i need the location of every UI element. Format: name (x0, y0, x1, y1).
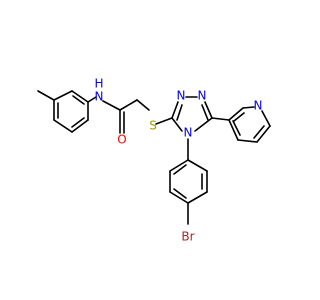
triazole-double-bond (176, 104, 183, 121)
bond-lines (37, 90, 271, 225)
tolyl-ring-inner-bond (72, 95, 85, 105)
pyridine-ring-bond (228, 107, 244, 121)
triazole-pyridine-bond (211, 117, 230, 121)
triazole-nitrogen-label: N (184, 126, 193, 140)
oxygen-label: O (117, 133, 126, 147)
triazole-nitrogen-label: N (198, 89, 207, 103)
pyridine-ring-bond (242, 106, 255, 109)
tolyl-ring-inner-bond (71, 117, 85, 128)
sulfur-label: S (149, 119, 157, 133)
tolyl-ring-bond (53, 119, 73, 133)
atom-labels: N N N S O H N N Br (94, 77, 262, 244)
triazole-bond (171, 117, 183, 132)
tolyl-ring-bond (37, 90, 55, 101)
triazole-nitrogen-label: N (177, 89, 186, 103)
pyridine-ring-bond (228, 119, 239, 141)
pyridine-ring-bond (237, 139, 258, 143)
triazole-bond (171, 101, 179, 119)
sulfur-triazole-bond (155, 117, 173, 125)
tolyl-ring-bond (71, 90, 89, 103)
pyridine-ring-bond (256, 125, 271, 143)
pyridine-inner-bond (232, 120, 241, 136)
pyridine-ring-bond (261, 110, 271, 127)
carbonyl-methylene-bond (119, 99, 138, 111)
triazole-bond (194, 117, 213, 132)
bromophenyl-inner-bond (173, 188, 187, 199)
pyridine-nitrogen-label: N (254, 99, 263, 113)
tolyl-ring-bond (71, 119, 89, 133)
triazole-bond (204, 101, 213, 119)
bromophenyl-ring-bond (187, 191, 208, 204)
amide-nitrogen-carbon-bond (102, 100, 121, 111)
bromophenyl-ring-bond (187, 159, 208, 172)
bromophenyl-ring-bond (169, 159, 189, 172)
amide-nitrogen-label: N (95, 90, 104, 104)
aryl-amide-bond (87, 96, 97, 103)
bromophenyl-inner-bond (173, 164, 187, 175)
bromophenyl-ring-bond (169, 191, 189, 204)
methylene-sulfur-bond (136, 99, 150, 111)
triazole-double-bond (201, 104, 209, 121)
tolyl-ring-bond (53, 90, 73, 101)
pyridine-inner-bond (253, 125, 265, 139)
bromine-label: Br (181, 230, 194, 244)
amide-hydrogen-label: H (94, 77, 103, 91)
chemical-structure-diagram: N N N S O H N N Br (37, 77, 271, 244)
pyridine-inner-bond (233, 112, 245, 122)
